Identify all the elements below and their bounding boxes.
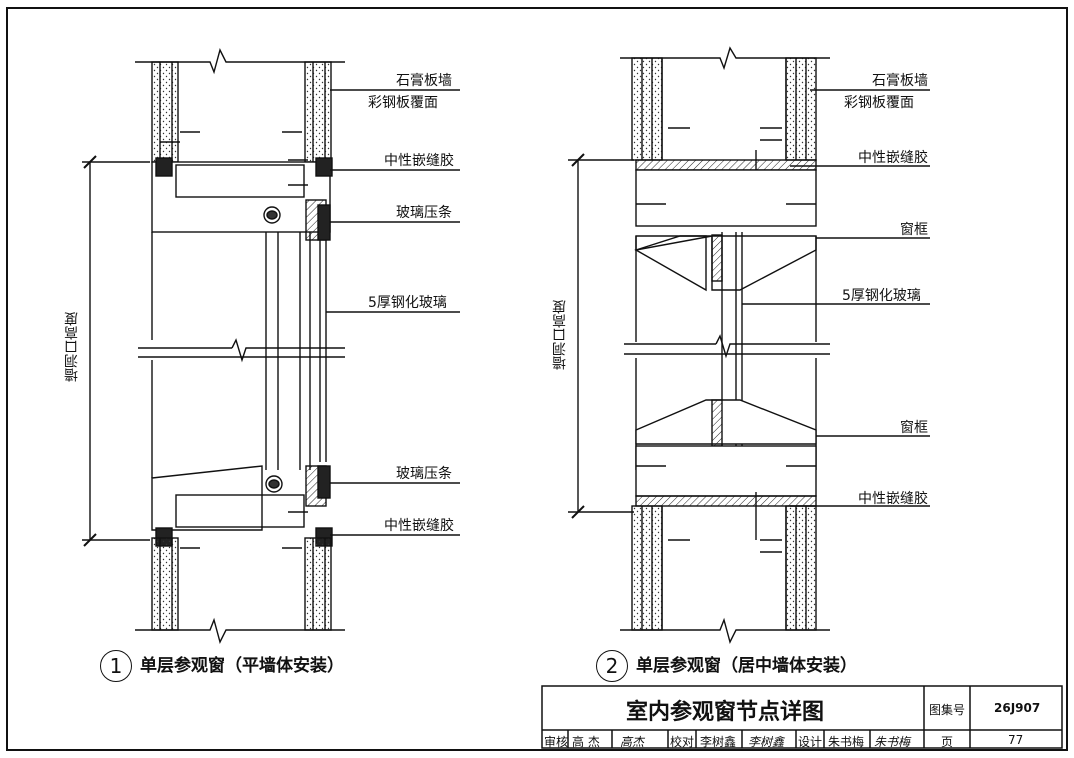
detail1-top-wall-right <box>304 61 332 163</box>
title-block-check-label: 校对 <box>670 735 695 749</box>
detail2-label-frame-bottom: 窗框 <box>900 420 928 436</box>
detail2-label-sealant-bottom: 中性嵌缝胶 <box>858 491 928 507</box>
detail2-caption-row: 2 单层参观窗（居中墙体安装） <box>596 650 857 682</box>
detail2-label-glass: 5厚钢化玻璃 <box>842 288 921 304</box>
title-block-review-label: 审核 <box>544 735 569 749</box>
title-block-reviewer: 高 杰 <box>572 735 600 749</box>
detail2-bottom-wall-left <box>631 505 663 631</box>
detail2-bottom-wall-right <box>785 505 817 631</box>
detail1-bottom-wall-left <box>151 537 179 631</box>
detail1-bottom-wall-right <box>304 537 332 631</box>
title-block-checker-signature: 李树鑫 <box>748 735 785 749</box>
detail1-top-wall-left <box>151 61 179 163</box>
detail2-sealant-top <box>635 159 817 171</box>
detail2-label-gypsum-wall: 石膏板墙 <box>872 73 928 89</box>
detail2-label-frame-top: 窗框 <box>900 222 928 238</box>
detail2-drawing <box>568 46 930 644</box>
detail1-label-steel-cover: 彩钢板覆面 <box>368 95 438 111</box>
detail1-caption-row: 1 单层参观窗（平墙体安装） <box>100 650 344 682</box>
detail2-label-sealant-top: 中性嵌缝胶 <box>858 150 928 166</box>
title-block-designer: 朱书梅 <box>828 735 865 749</box>
detail1-label-bead-top: 玻璃压条 <box>396 205 452 221</box>
detail2-top-wall-right <box>785 57 817 161</box>
detail2-dimension-label: 墙洞口高度 <box>552 300 568 370</box>
title-block-design-label: 设计 <box>798 735 823 749</box>
title-block-page-label: 页 <box>941 735 954 749</box>
detail1-number-circle: 1 <box>100 650 132 682</box>
sheet-border <box>6 7 1068 751</box>
detail1-sealant-top-right <box>315 157 333 177</box>
title-block-atlas-label: 图集号 <box>929 703 966 717</box>
detail2-label-steel-cover: 彩钢板覆面 <box>844 95 914 111</box>
detail2-top-wall-left <box>631 57 663 161</box>
title-block-grid <box>541 685 1063 749</box>
detail2-sealant-bottom <box>635 495 817 507</box>
detail1-sealant-top-left <box>155 157 173 177</box>
detail1-label-sealant-bottom: 中性嵌缝胶 <box>384 518 454 534</box>
title-block-atlas-number: 26J907 <box>994 701 1041 715</box>
detail2-caption: 单层参观窗（居中墙体安装） <box>636 656 857 676</box>
detail1-label-bead-bottom: 玻璃压条 <box>396 466 452 482</box>
detail1-drawing <box>82 48 460 644</box>
detail2-number-circle: 2 <box>596 650 628 682</box>
detail1-caption: 单层参观窗（平墙体安装） <box>140 656 344 676</box>
title-block-reviewer-signature: 高杰 <box>620 735 645 749</box>
title-block-page-number: 77 <box>1008 733 1024 747</box>
detail1-label-sealant-top: 中性嵌缝胶 <box>384 153 454 169</box>
title-block-designer-signature: 朱书梅 <box>874 735 911 749</box>
title-block-checker: 李树鑫 <box>700 735 737 749</box>
title-block-title: 室内参观窗节点详图 <box>626 700 825 725</box>
detail1-label-glass: 5厚钢化玻璃 <box>368 295 447 311</box>
detail1-dimension-label: 墙洞口高度 <box>64 312 80 382</box>
detail1-label-gypsum-wall: 石膏板墙 <box>396 73 452 89</box>
